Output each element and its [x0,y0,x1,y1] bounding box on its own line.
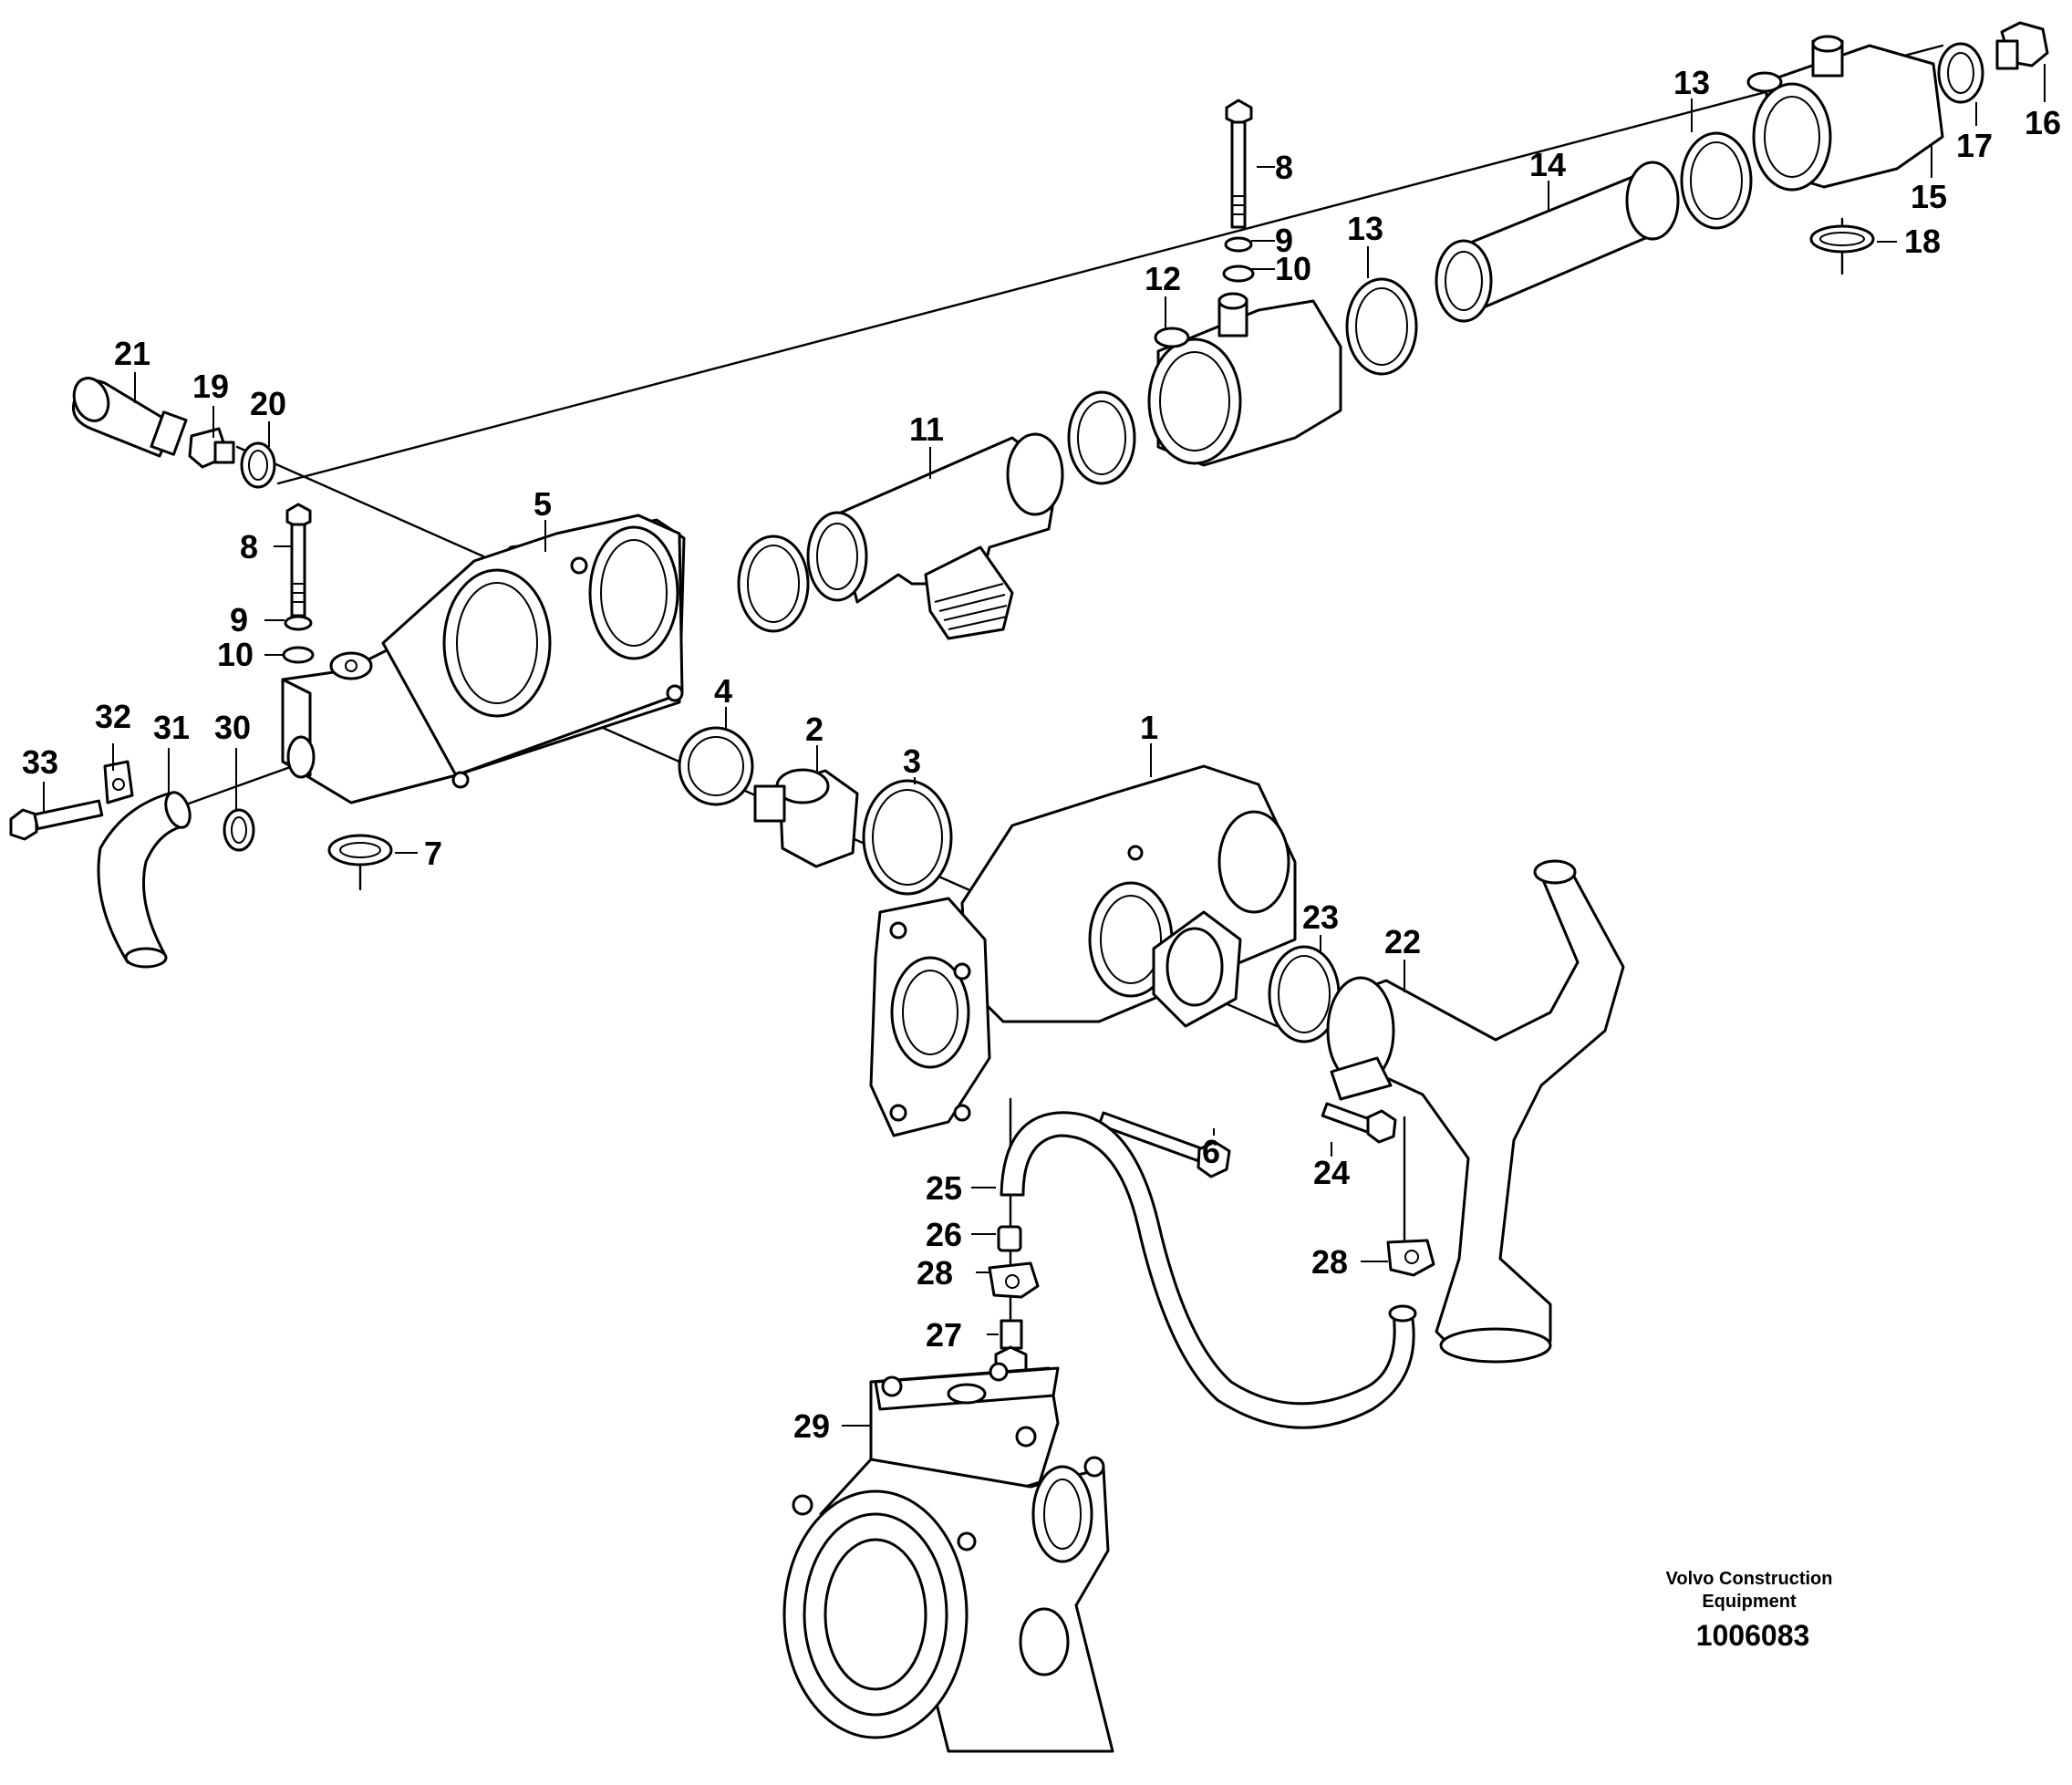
part-10-washer-top [1222,265,1255,283]
callout-26: 26 [926,1216,962,1253]
callout-25: 25 [926,1169,962,1207]
part-4-o-ring [678,726,754,806]
callout-8-left: 8 [240,528,258,566]
part-1-housing [869,764,1297,1137]
part-5-thermostat-housing [281,514,686,804]
part-7-seal [327,834,393,867]
callout-33: 33 [22,743,58,781]
part-9-washer-left [284,615,313,631]
callout-20: 20 [250,385,286,422]
leader-lines [43,64,2046,1427]
part-26-sleeve [997,1225,1022,1252]
part-12-connector [1147,292,1342,467]
part-2-thermostat [753,768,859,868]
callout-32: 32 [95,698,131,735]
callout-11: 11 [909,410,944,448]
part-19-nipple [188,427,235,469]
callout-5: 5 [534,485,552,523]
callout-10-top: 10 [1275,250,1311,287]
drawing-footer: Volvo Construction Equipment 1006083 [1666,1569,1833,1652]
company-name-line2: Equipment [1702,1592,1797,1612]
part-22-pipe [1326,859,1625,1364]
part-17-ring [1937,42,1984,104]
part-11-pipe [806,432,1064,640]
part-21-hose [72,377,188,458]
part-8-bolt-top [1225,99,1253,229]
part-14-pipe [1435,161,1680,323]
part-20-o-ring [240,441,276,489]
part-18-seal [1809,224,1875,254]
callout-21: 21 [114,335,150,372]
callout-31: 31 [153,709,190,746]
callout-22: 22 [1384,923,1421,960]
part-25-hose [1000,1111,1417,1429]
part-33-bolt [9,799,104,841]
part-16-plug [1995,21,2049,70]
callout-7: 7 [424,835,442,872]
part-15-elbow [1746,35,1944,192]
part-32-clip [103,760,134,804]
callout-28-left: 28 [917,1254,953,1292]
callout-10-left: 10 [217,636,254,673]
part-10-washer-left [282,646,315,664]
part-29-water-pump [782,1362,1114,1753]
callout-1: 1 [1140,709,1158,746]
part-9-washer-top [1224,236,1253,253]
callout-29: 29 [793,1407,830,1445]
callout-2: 2 [805,711,824,748]
drawing-number: 1006083 [1696,1619,1810,1652]
callout-15: 15 [1911,178,1947,215]
callout-9-top: 9 [1275,222,1293,259]
callout-23: 23 [1302,898,1339,936]
company-name-line1: Volvo Construction [1666,1569,1833,1589]
part-13-ring-b [1680,131,1753,230]
part-13-ring-a [1345,277,1418,376]
callout-24: 24 [1313,1154,1350,1191]
part-30-ring [223,808,255,852]
callout-3: 3 [903,742,921,780]
callout-13-b: 13 [1673,64,1710,101]
callout-19: 19 [192,368,229,405]
callout-12: 12 [1145,260,1181,297]
callout-18: 18 [1904,223,1941,260]
part-31-hose [97,791,192,969]
callout-6: 6 [1202,1133,1220,1170]
callout-labels: 1 2 3 4 5 6 7 8 8 9 9 10 10 11 12 13 13 … [22,64,2061,1445]
part-6-bolt [1097,1111,1231,1178]
callout-16: 16 [2025,104,2061,141]
callout-28-right: 28 [1311,1243,1348,1281]
part-8-bolt-left [285,503,312,617]
part-11-o-ring-b [1067,390,1136,485]
part-28-clamp-right [1386,1239,1435,1277]
part-28-clamp-left [988,1261,1040,1299]
callout-4: 4 [714,672,732,710]
part-24-bolt [1321,1102,1397,1144]
part-11-o-ring-a [737,534,810,633]
callout-17: 17 [1956,127,1993,164]
callout-14: 14 [1529,146,1566,183]
callout-27: 27 [926,1316,962,1354]
callout-9-left: 9 [230,601,248,638]
callout-30: 30 [214,709,251,746]
callout-8-top: 8 [1275,149,1293,186]
part-3-seal-ring [862,779,953,896]
callout-13-a: 13 [1347,210,1383,247]
